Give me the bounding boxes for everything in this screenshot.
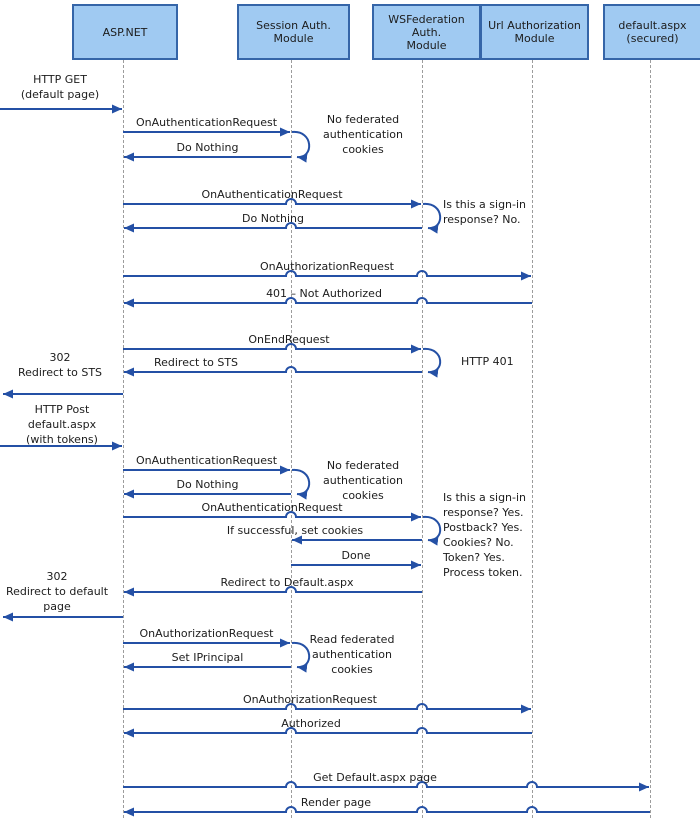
message-arrow-redirect-to-default-aspx xyxy=(124,586,422,597)
message-arrow-render-page xyxy=(124,806,650,817)
note-http-get-label: HTTP GET (default page) xyxy=(20,73,100,101)
note-no-federated-cookies-1: No federated authentication cookies xyxy=(323,113,403,156)
message-label-on-authorization-request-1: OnAuthorizationRequest xyxy=(260,260,394,273)
message-arrow-redirect-to-sts xyxy=(124,366,422,377)
self-loop-wsfed-self-loop-1 xyxy=(422,202,442,234)
message-label-if-successful-set-cookies: If successful, set cookies xyxy=(226,524,364,537)
message-arrow-authorized xyxy=(124,727,532,738)
note-http-401: HTTP 401 xyxy=(461,355,514,368)
actor-box-wsfed: WSFederation Auth. Module xyxy=(372,4,481,60)
message-label-render-page: Render page xyxy=(300,796,372,809)
note-sign-in-response-yes: Is this a sign-in response? Yes. Postbac… xyxy=(443,491,527,579)
actor-box-urlauth: Url Authorization Module xyxy=(480,4,589,60)
actor-box-default: default.aspx (secured) xyxy=(603,4,700,60)
message-label-on-authorization-request-2: OnAuthorizationRequest xyxy=(139,627,274,640)
message-label-on-authentication-request-1: OnAuthenticationRequest xyxy=(135,116,278,129)
self-loop-session-self-loop-2 xyxy=(291,468,311,500)
message-label-set-iprincipal: Set IPrincipal xyxy=(171,651,244,664)
actor-box-session: Session Auth. Module xyxy=(237,4,350,60)
note-no-federated-cookies-2: No federated authentication cookies xyxy=(323,459,403,502)
message-label-401-not-authorized: 401 – Not Authorized xyxy=(266,287,382,300)
message-arrow-do-nothing-2 xyxy=(124,222,422,233)
message-label-get-default-aspx-page: Get Default.aspx page xyxy=(313,771,437,784)
message-label-do-nothing-1: Do Nothing xyxy=(176,141,239,154)
message-arrow-401-not-authorized xyxy=(124,297,532,308)
note-302-redirect-default: 302 Redirect to default page xyxy=(5,570,109,613)
message-label-on-end-request: OnEndRequest xyxy=(248,333,330,346)
message-label-on-authentication-request-3: OnAuthenticationRequest xyxy=(135,454,278,467)
message-label-do-nothing-2: Do Nothing xyxy=(242,212,304,225)
note-read-federated-cookies: Read federated authentication cookies xyxy=(309,633,395,676)
message-arrow-on-authentication-request-2 xyxy=(123,198,421,209)
message-arrow-on-end-request xyxy=(123,343,421,354)
message-arrow-on-authorization-request-3 xyxy=(123,703,531,714)
self-loop-session-self-loop-1 xyxy=(291,130,311,163)
self-loop-wsfed-self-loop-3 xyxy=(422,515,442,546)
note-sign-in-response-no: Is this a sign-in response? No. xyxy=(443,198,527,226)
message-label-authorized: Authorized xyxy=(281,717,341,730)
note-http-post-label: HTTP Post default.aspx (with tokens) xyxy=(26,403,98,446)
message-label-done: Done xyxy=(341,549,371,562)
actor-box-aspnet: ASP.NET xyxy=(72,4,178,60)
note-302-redirect-sts-label: 302 Redirect to STS xyxy=(17,351,103,379)
self-loop-session-self-loop-3 xyxy=(291,641,311,673)
message-label-on-authentication-request-4: OnAuthenticationRequest xyxy=(201,501,343,514)
self-loop-wsfed-self-loop-2 xyxy=(422,347,442,378)
message-label-on-authentication-request-2: OnAuthenticationRequest xyxy=(201,188,343,201)
message-arrow-on-authorization-request-1 xyxy=(123,270,531,281)
message-label-do-nothing-3: Do Nothing xyxy=(176,478,239,491)
message-arrow-get-default-aspx-page xyxy=(123,781,649,792)
message-label-on-authorization-request-3: OnAuthorizationRequest xyxy=(243,693,377,706)
message-label-redirect-to-sts: Redirect to STS xyxy=(153,356,239,369)
message-label-redirect-to-default-aspx: Redirect to Default.aspx xyxy=(220,576,354,589)
message-arrow-on-authentication-request-4 xyxy=(123,511,421,522)
